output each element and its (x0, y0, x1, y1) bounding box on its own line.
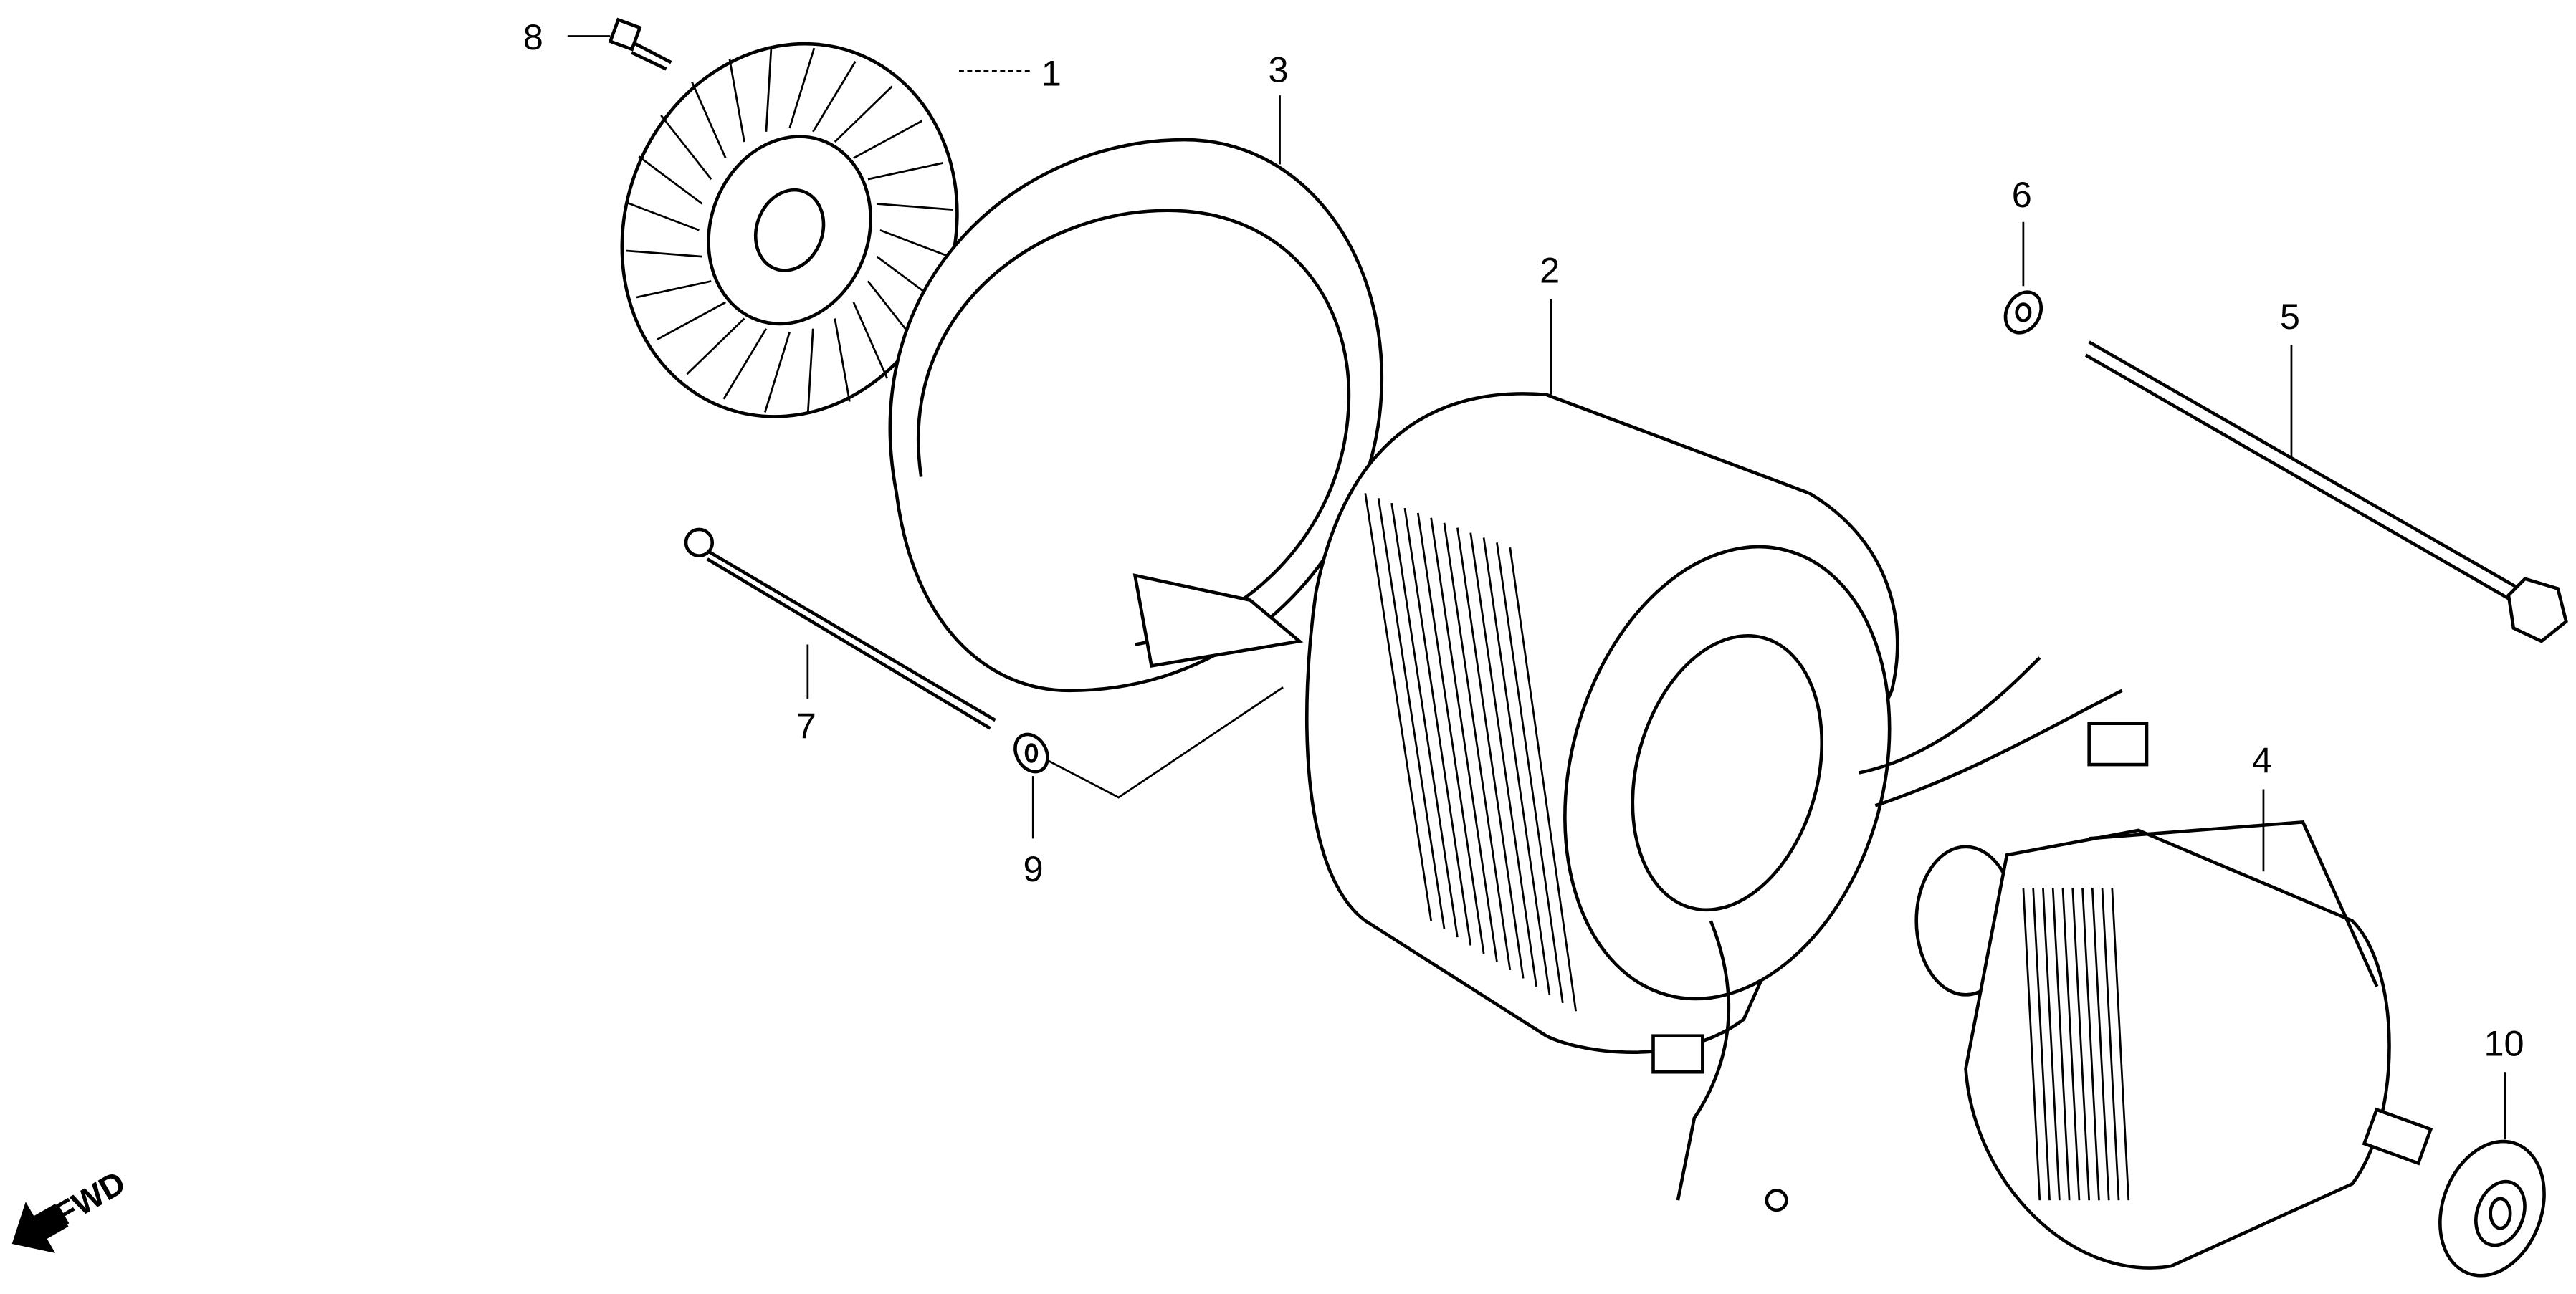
callout-6: 6 (2012, 174, 2032, 215)
fan-blade (626, 201, 700, 231)
cover-band-part (888, 95, 1384, 693)
rotor-winding (2051, 888, 2071, 1201)
stator-lamination (1403, 507, 1472, 946)
fan-blade (765, 47, 773, 132)
callout-8: 8 (523, 16, 543, 57)
callout-10: 10 (2484, 1022, 2524, 1063)
stator-lamination (1416, 512, 1485, 954)
fan-blade (636, 280, 712, 299)
bearing-part (2438, 1072, 2546, 1278)
forward-direction-marker: FWD (11, 1164, 131, 1253)
stator-lamination (1377, 498, 1446, 929)
fan-blade (686, 317, 745, 375)
rotor-winding (2071, 888, 2091, 1201)
fan-blade (660, 115, 712, 180)
fan-blade (722, 327, 768, 400)
rotor-winding (2101, 888, 2120, 1201)
stator-lamination (1364, 493, 1433, 921)
stator-lamination (1469, 532, 1537, 987)
rotor-winding (2061, 888, 2081, 1201)
rotor-winding (2111, 888, 2130, 1201)
callout-4: 4 (2252, 740, 2272, 781)
fwd-label: FWD (48, 1164, 131, 1233)
fan-blade (763, 332, 791, 413)
stator-part (1304, 299, 2149, 1212)
callout-7: 7 (796, 705, 816, 746)
stator-lamination (1496, 542, 1564, 1004)
fan-blade (867, 162, 943, 181)
fan-blade (728, 58, 745, 143)
callout-5: 5 (2280, 296, 2300, 337)
fan-blade (806, 328, 814, 413)
rotor-winding (2042, 888, 2061, 1201)
fan-blade (626, 249, 702, 258)
fan-blade (853, 120, 922, 159)
rotor-part (1914, 789, 2433, 1270)
fan-blade (691, 81, 727, 159)
callout-1: 1 (1041, 52, 1062, 93)
rotor-winding (2032, 888, 2051, 1201)
stator-lamination (1482, 537, 1551, 995)
stator-lamination (1509, 547, 1577, 1012)
stator-lamination (1443, 522, 1512, 971)
fan-blade (877, 203, 953, 211)
stator-lamination (1390, 502, 1459, 938)
fan-blade (657, 301, 727, 341)
callout-2: 2 (1540, 250, 1560, 291)
rotor-winding (2091, 888, 2110, 1201)
stator-lamination (1456, 527, 1525, 979)
fan-blade (638, 155, 703, 205)
bolt-part (684, 527, 996, 730)
callout-3: 3 (1268, 49, 1288, 90)
callout-9: 9 (1024, 848, 1044, 889)
stator-lamination (1430, 517, 1498, 962)
rotor-winding (2081, 888, 2100, 1201)
fan-blade (834, 85, 893, 143)
washer-part-9 (1013, 686, 1284, 839)
washer-part-6 (2003, 221, 2043, 335)
fan-blade (834, 318, 851, 402)
fan-blade (788, 47, 816, 129)
fan-blade (812, 61, 857, 133)
fan-blade (852, 302, 889, 379)
rotor-winding (2022, 888, 2041, 1201)
long-bolt-part (2084, 340, 2568, 643)
fan-bolt-part (567, 17, 672, 71)
fan-blade (879, 229, 953, 259)
